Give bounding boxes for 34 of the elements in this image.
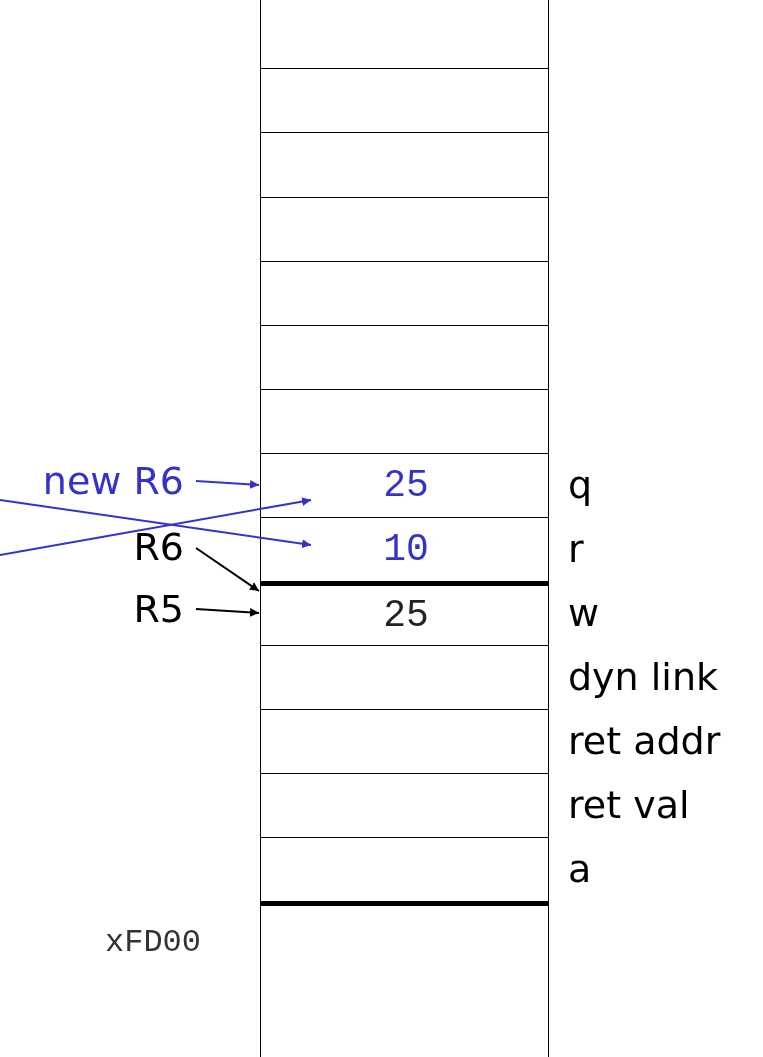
stack-cell bbox=[260, 0, 549, 68]
register-label: R5 bbox=[133, 590, 184, 628]
arrow bbox=[195, 479, 260, 489]
cell-value: 10 bbox=[311, 518, 501, 581]
stack-cell bbox=[260, 645, 549, 709]
cell-value: 25 bbox=[311, 586, 501, 645]
variable-name: w bbox=[568, 594, 600, 632]
arrow bbox=[195, 607, 260, 617]
arrow bbox=[0, 499, 312, 549]
stack-cell bbox=[260, 261, 549, 325]
variable-name: r bbox=[568, 530, 584, 568]
stack-cell bbox=[260, 325, 549, 389]
arrow bbox=[0, 497, 312, 556]
address-label: xFD00 bbox=[105, 927, 201, 959]
register-label: new R6 bbox=[42, 462, 184, 500]
stack-cell bbox=[260, 581, 549, 645]
stack-cell bbox=[260, 773, 549, 837]
variable-name: ret val bbox=[568, 786, 690, 824]
register-label: R6 bbox=[133, 528, 184, 566]
variable-name: dyn link bbox=[568, 658, 718, 696]
variable-name: ret addr bbox=[568, 722, 721, 760]
stack-cell bbox=[260, 709, 549, 773]
arrow bbox=[195, 547, 260, 592]
stack-cell bbox=[260, 453, 549, 517]
variable-name: a bbox=[568, 850, 592, 888]
stack-cell bbox=[260, 132, 549, 197]
stack-cell bbox=[260, 197, 549, 261]
stack-cell bbox=[260, 517, 549, 581]
cell-value: 25 bbox=[311, 454, 501, 517]
stack-cell bbox=[260, 68, 549, 132]
stack-cell bbox=[260, 901, 549, 1057]
stack-cell bbox=[260, 389, 549, 453]
stack-cell bbox=[260, 837, 549, 901]
variable-name: q bbox=[568, 466, 593, 504]
